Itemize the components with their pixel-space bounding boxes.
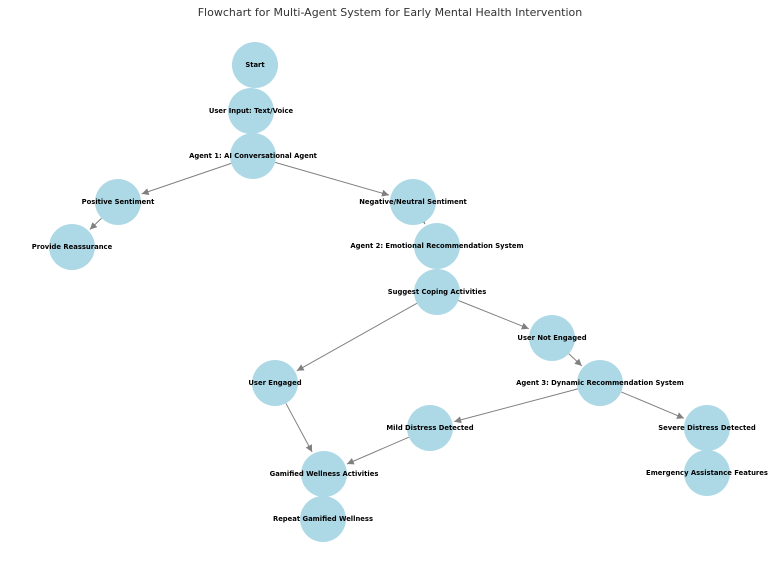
node-agent3 [577,360,623,406]
edge-arrow-agent3-to-mild [454,388,578,424]
node-reassurance [49,224,95,270]
node-label-engaged: User Engaged [248,379,301,387]
edge-arrow-mild-to-gamified [346,436,410,465]
node-label-severe: Severe Distress Detected [658,424,756,432]
node-label-reassurance: Provide Reassurance [32,243,113,251]
node-label-repeat: Repeat Gamified Wellness [273,515,373,523]
node-label-agent3: Agent 3: Dynamic Recommendation System [516,379,684,387]
node-label-coping: Suggest Coping Activities [388,288,487,296]
node-severe [684,405,730,451]
edge-arrow-negative-to-agent2 [418,216,426,225]
node-user_input [228,88,274,134]
node-label-mild: Mild Distress Detected [386,424,473,432]
node-label-agent1: Agent 1: AI Conversational Agent [189,152,318,160]
nodes-layer [49,42,730,542]
edge-arrow-coping-to-not_engaged [458,300,529,330]
edge-arrow-not_engaged-to-agent3 [568,353,583,367]
node-agent2 [414,223,460,269]
node-start [232,42,278,88]
node-positive [95,179,141,225]
diagram-title: Flowchart for Multi-Agent System for Ear… [197,6,583,19]
node-coping [414,269,460,315]
node-label-negative: Negative/Neutral Sentiment [359,198,467,206]
edge-arrow-agent1-to-negative [274,161,390,197]
node-label-positive: Positive Sentiment [82,198,155,206]
node-label-gamified: Gamified Wellness Activities [270,470,379,478]
node-label-agent2: Agent 2: Emotional Recommendation System [350,242,523,250]
node-label-user_input: User Input: Text/Voice [209,107,294,115]
node-gamified [301,451,347,497]
edge-arrow-positive-to-reassurance [89,217,102,230]
node-repeat [300,496,346,542]
node-mild [407,405,453,451]
node-emergency [684,450,730,496]
node-negative [390,179,436,225]
edge-arrow-engaged-to-gamified [285,403,313,453]
edge-arrow-coping-to-engaged [296,302,418,372]
edge-arrow-agent3-to-severe [621,391,685,419]
edge-arrow-agent1-to-positive [141,162,232,195]
edges-layer [89,161,685,465]
node-label-emergency: Emergency Assistance Features [646,469,768,477]
node-label-start: Start [245,61,265,69]
node-not_engaged [529,315,575,361]
node-label-not_engaged: User Not Engaged [517,334,586,342]
node-engaged [252,360,298,406]
node-agent1 [230,133,276,179]
